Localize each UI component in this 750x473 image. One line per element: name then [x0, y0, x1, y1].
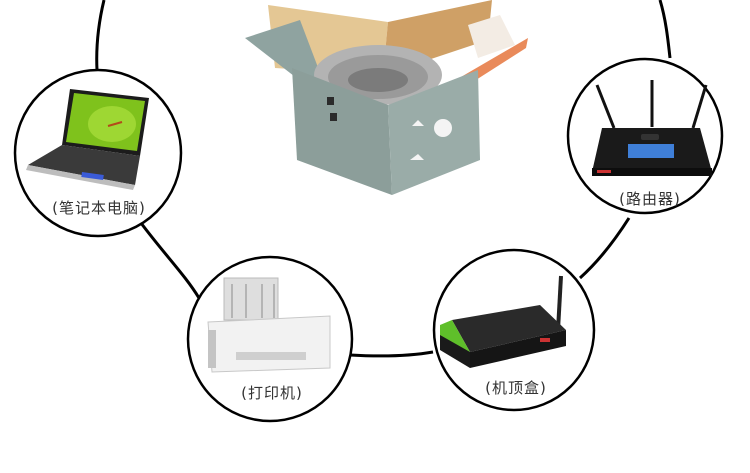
- router-image: [592, 80, 712, 176]
- cable-box-image: [245, 0, 528, 195]
- connector-printer-settop: [349, 350, 434, 358]
- settop-box-label: (机顶盒): [485, 379, 547, 397]
- laptop-image: [26, 89, 149, 190]
- connector-top-left: [95, 0, 106, 71]
- settop-box-image: [440, 275, 566, 368]
- connector-router-settop: [578, 217, 631, 280]
- connector-laptop-printer: [139, 222, 201, 299]
- printer-image: [207, 277, 331, 373]
- printer-label: (打印机): [241, 384, 303, 402]
- laptop-label: (笔记本电脑): [52, 199, 146, 217]
- router-label: (路由器): [619, 190, 681, 208]
- connector-top-right: [658, 0, 672, 59]
